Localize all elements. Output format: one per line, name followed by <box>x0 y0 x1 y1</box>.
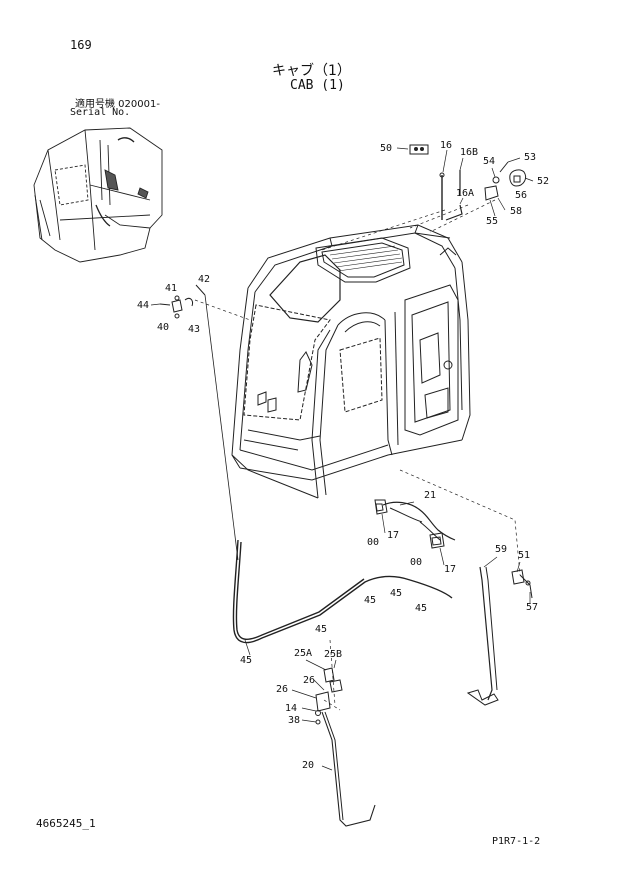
part-label: 43 <box>188 324 200 335</box>
part-label: 41 <box>165 283 177 294</box>
part-label: 17 <box>387 530 399 541</box>
part-label: 40 <box>157 322 169 333</box>
serial-label-english: Serial No. <box>70 107 131 118</box>
label-leaders <box>150 147 534 771</box>
part-label: 45 <box>390 588 402 599</box>
part-label: 16A <box>456 188 474 199</box>
cab-frame <box>231 224 471 499</box>
part-label: 45 <box>415 603 427 614</box>
part-label: 51 <box>518 550 530 561</box>
part-label: 45 <box>364 595 376 606</box>
part-label: 25B <box>324 649 342 660</box>
part-label: 57 <box>526 602 538 613</box>
part-label: 38 <box>288 715 300 726</box>
part-label: 20 <box>302 760 314 771</box>
part-label: 45 <box>240 655 252 666</box>
harness-21 <box>374 499 456 549</box>
part-label: 14 <box>285 703 297 714</box>
part-label: 50 <box>380 143 392 154</box>
roof-parts <box>409 144 527 221</box>
part-label: 42 <box>198 274 210 285</box>
part-label: 54 <box>483 156 495 167</box>
rear-rod-parts <box>466 566 533 706</box>
part-label: 16B <box>460 147 478 158</box>
serial-label-japanese: 適用号機 020001- <box>75 99 160 110</box>
part-label: 44 <box>137 300 149 311</box>
seal-45 <box>232 539 453 644</box>
part-label: 21 <box>424 490 436 501</box>
part-label: 55 <box>486 216 498 227</box>
document-id: 4665245_1 <box>36 817 96 830</box>
part-label: 58 <box>510 206 522 217</box>
part-label: 52 <box>537 176 549 187</box>
title-japanese: キャブ（1） <box>272 63 351 79</box>
part-label: 53 <box>524 152 536 163</box>
part-label: 26 <box>303 675 315 686</box>
part-label: 00 <box>410 557 422 568</box>
left-bracket-parts <box>159 284 239 561</box>
title-english: CAB (1) <box>290 78 345 93</box>
part-label: 59 <box>495 544 507 555</box>
reference-code: P1R7-1-2 <box>492 836 541 847</box>
part-label: 17 <box>444 564 456 575</box>
overview-inset <box>33 127 163 263</box>
part-label: 26 <box>276 684 288 695</box>
page-number: 169 <box>70 38 92 52</box>
door-lock-parts <box>315 667 376 827</box>
part-label: 45 <box>315 624 327 635</box>
part-label: 16 <box>440 140 452 151</box>
part-label: 00 <box>367 537 379 548</box>
part-labels: 50 16 16B 54 53 52 56 16A 58 55 41 42 44… <box>137 140 549 771</box>
part-label: 56 <box>515 190 527 201</box>
part-label: 25A <box>294 648 312 659</box>
